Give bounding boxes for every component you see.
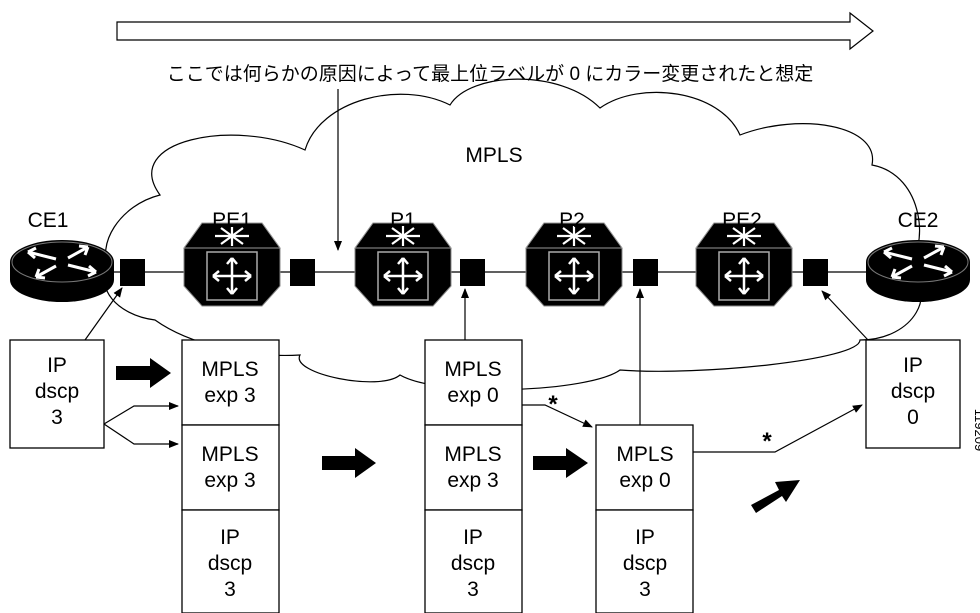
packet-marker xyxy=(633,259,658,286)
svg-text:IP: IP xyxy=(463,526,483,549)
asterisk-marker: * xyxy=(548,391,558,418)
pe1-label-stack: MPLS exp 3 MPLS exp 3 IP dscp 3 xyxy=(181,339,280,613)
pe2-label: PE2 xyxy=(722,209,762,232)
svg-text:dscp: dscp xyxy=(451,552,495,575)
svg-text:3: 3 xyxy=(51,406,63,429)
svg-text:MPLS: MPLS xyxy=(201,443,258,466)
caption: ここでは何らかの原因によって最上位ラベルが 0 にカラー変更されたと想定 xyxy=(167,63,814,85)
svg-text:dscp: dscp xyxy=(208,552,252,575)
svg-text:0: 0 xyxy=(907,406,919,429)
ingress-to-ce1-arrow xyxy=(84,287,123,341)
p1-label-stack: MPLS exp 0 MPLS exp 3 IP dscp 3 xyxy=(424,339,523,613)
p2-label: P2 xyxy=(559,209,585,232)
ce1-router xyxy=(8,238,116,304)
svg-text:dscp: dscp xyxy=(35,380,79,403)
svg-text:3: 3 xyxy=(467,578,479,601)
packet-marker xyxy=(120,259,145,286)
svg-text:MPLS: MPLS xyxy=(444,443,501,466)
p1-router xyxy=(353,221,453,308)
p2-router xyxy=(524,221,624,308)
egress-to-link-arrow xyxy=(821,290,869,341)
pe1-label: PE1 xyxy=(212,209,252,232)
push-label-arrow xyxy=(103,402,179,425)
figure-id: 119209 xyxy=(972,409,980,451)
svg-text:exp 3: exp 3 xyxy=(204,469,255,492)
ce2-router xyxy=(864,238,972,304)
asterisk-marker: * xyxy=(762,428,772,455)
svg-text:MPLS: MPLS xyxy=(444,358,501,381)
p1-label: P1 xyxy=(390,209,416,232)
packet-marker xyxy=(803,259,828,286)
ce1-label: CE1 xyxy=(28,209,69,232)
packet-marker xyxy=(290,259,315,286)
flow-direction-arrow xyxy=(116,11,874,51)
flow-arrow xyxy=(116,358,171,388)
svg-text:exp 3: exp 3 xyxy=(204,384,255,407)
svg-text:dscp: dscp xyxy=(891,380,935,403)
flow-arrow xyxy=(322,448,376,478)
svg-text:exp 3: exp 3 xyxy=(447,469,498,492)
pop-label-arrow xyxy=(693,404,863,453)
egress-ip-packet: IP dscp 0 xyxy=(865,339,961,449)
cloud-label: MPLS xyxy=(465,144,522,167)
svg-text:exp 0: exp 0 xyxy=(619,469,670,492)
svg-text:dscp: dscp xyxy=(623,552,667,575)
p2-label-stack: MPLS exp 0 IP dscp 3 xyxy=(595,424,694,613)
svg-text:MPLS: MPLS xyxy=(616,443,673,466)
flow-arrow xyxy=(533,448,588,478)
pe2-router xyxy=(694,221,794,308)
ce2-label: CE2 xyxy=(898,209,939,232)
svg-text:IP: IP xyxy=(220,526,240,549)
ingress-ip-packet: IP dscp 3 xyxy=(9,339,105,449)
flow-arrow xyxy=(751,480,800,513)
p1-to-p2-swap-arrow xyxy=(522,404,593,428)
svg-text:3: 3 xyxy=(639,578,651,601)
svg-text:IP: IP xyxy=(47,354,67,377)
svg-text:3: 3 xyxy=(224,578,236,601)
svg-text:MPLS: MPLS xyxy=(201,358,258,381)
svg-text:IP: IP xyxy=(903,354,923,377)
svg-text:exp 0: exp 0 xyxy=(447,384,498,407)
svg-text:IP: IP xyxy=(635,526,655,549)
push-label-arrow xyxy=(103,423,179,448)
packet-marker xyxy=(460,259,485,286)
pe1-router xyxy=(182,221,282,308)
